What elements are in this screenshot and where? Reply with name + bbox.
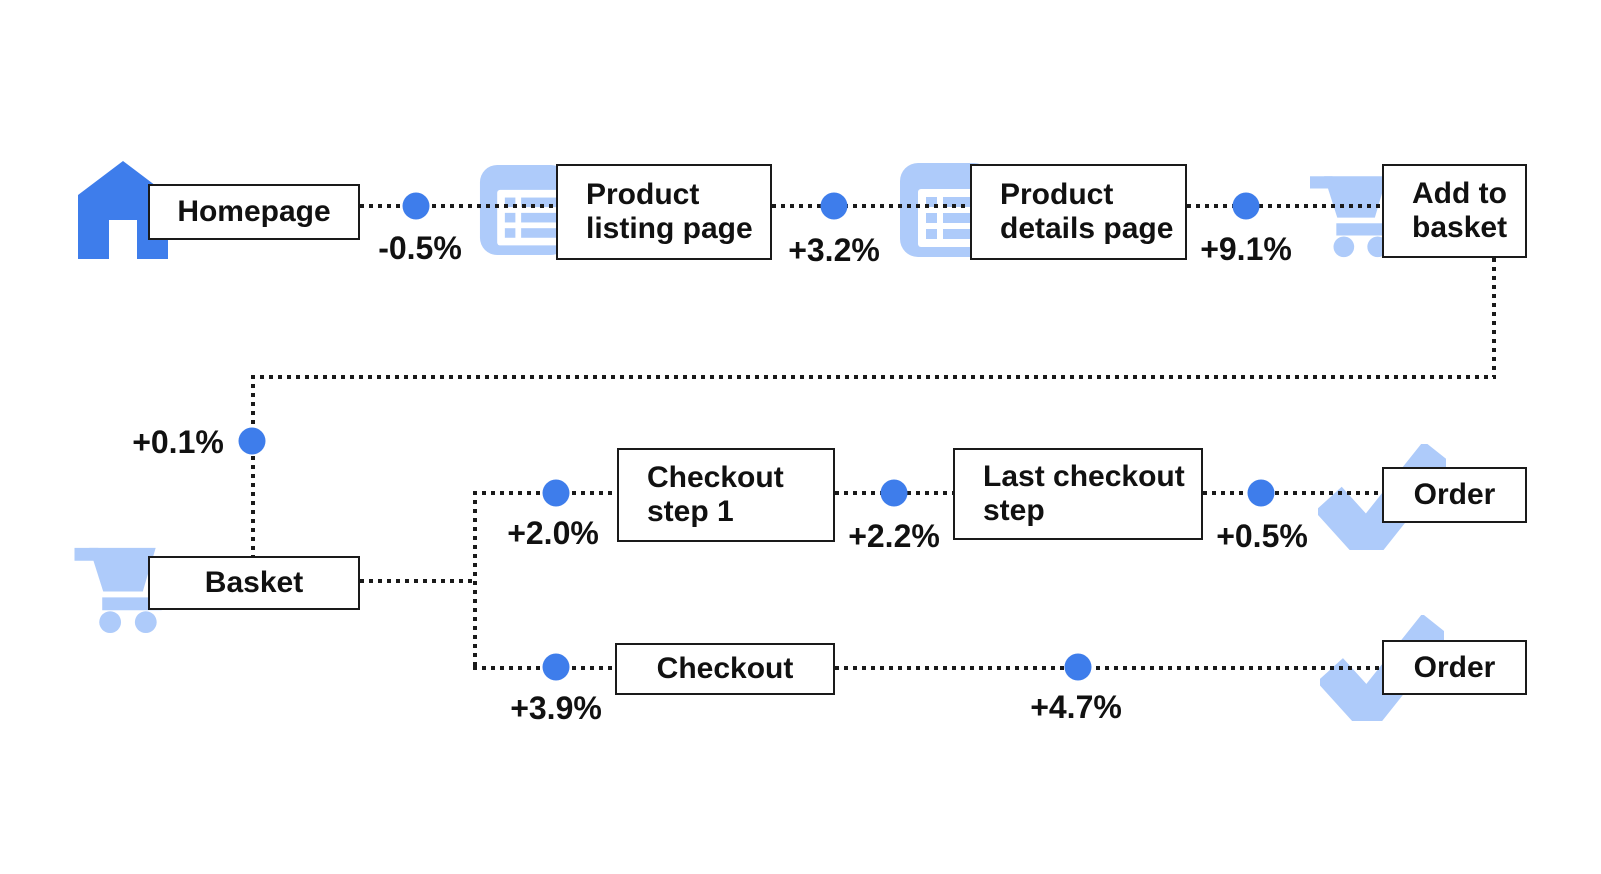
node-add-to-basket: Add to basket — [1382, 164, 1527, 258]
node-basket: Basket — [148, 556, 360, 610]
connector-basket-branch — [360, 579, 476, 583]
edge-delta: +0.5% — [1216, 518, 1308, 554]
node-label: listing page — [586, 212, 753, 245]
connector-homepage-plp — [360, 204, 558, 208]
node-label: Last checkout — [983, 460, 1185, 493]
node-label: basket — [1412, 211, 1508, 244]
edge-dot — [542, 479, 570, 507]
edge-dot — [1064, 653, 1092, 681]
node-homepage: Homepage — [148, 184, 360, 240]
home-icon — [78, 161, 168, 259]
connector-basket-drop — [251, 375, 255, 557]
node-label: details page — [1000, 212, 1174, 245]
edge-delta: +2.0% — [507, 515, 599, 551]
node-product-listing-page: Product listing page — [556, 164, 772, 260]
connector-plp-pdp — [772, 204, 970, 208]
node-label: Product — [586, 178, 700, 211]
edge-delta: +2.2% — [848, 518, 940, 554]
node-label: Checkout — [656, 652, 794, 685]
edge-dot — [1232, 192, 1260, 220]
node-product-details-page: Product details page — [970, 164, 1187, 260]
node-order-top: Order — [1382, 467, 1527, 523]
connector-pdp-addtobasket — [1187, 204, 1383, 208]
node-label: Checkout — [647, 461, 784, 494]
node-order-bottom: Order — [1382, 640, 1527, 695]
edge-dot — [542, 653, 570, 681]
list-page-icon — [479, 165, 569, 255]
node-checkout-step-1: Checkout step 1 — [617, 448, 835, 542]
node-label: step — [983, 494, 1045, 527]
edge-delta: -0.5% — [378, 230, 462, 266]
node-last-checkout-step: Last checkout step — [953, 448, 1203, 540]
node-label: Homepage — [177, 195, 331, 228]
node-label: Order — [1413, 478, 1496, 511]
connector-branch-split — [473, 491, 477, 670]
connector-addtobasket-down — [1492, 258, 1496, 377]
edge-dot — [880, 479, 908, 507]
edge-dot — [238, 427, 266, 455]
edge-delta: +0.1% — [132, 424, 224, 460]
node-label: Order — [1413, 650, 1496, 684]
node-label: Add to — [1412, 177, 1507, 210]
edge-dot — [402, 192, 430, 220]
connector-addtobasket-basket — [251, 375, 1496, 379]
edge-delta: +3.9% — [510, 690, 602, 726]
node-label: Basket — [204, 566, 304, 599]
edge-delta: +9.1% — [1200, 231, 1292, 267]
node-label: Product — [1000, 178, 1114, 211]
node-checkout: Checkout — [615, 643, 835, 695]
connector-lastcheckout-order — [1203, 491, 1383, 495]
cart-icon — [74, 547, 162, 634]
edge-dot — [1247, 479, 1275, 507]
connector-checkout-order — [835, 666, 1383, 670]
edge-delta: +3.2% — [788, 232, 880, 268]
edge-delta: +4.7% — [1030, 689, 1122, 725]
edge-dot — [820, 192, 848, 220]
node-label: step 1 — [647, 495, 734, 528]
